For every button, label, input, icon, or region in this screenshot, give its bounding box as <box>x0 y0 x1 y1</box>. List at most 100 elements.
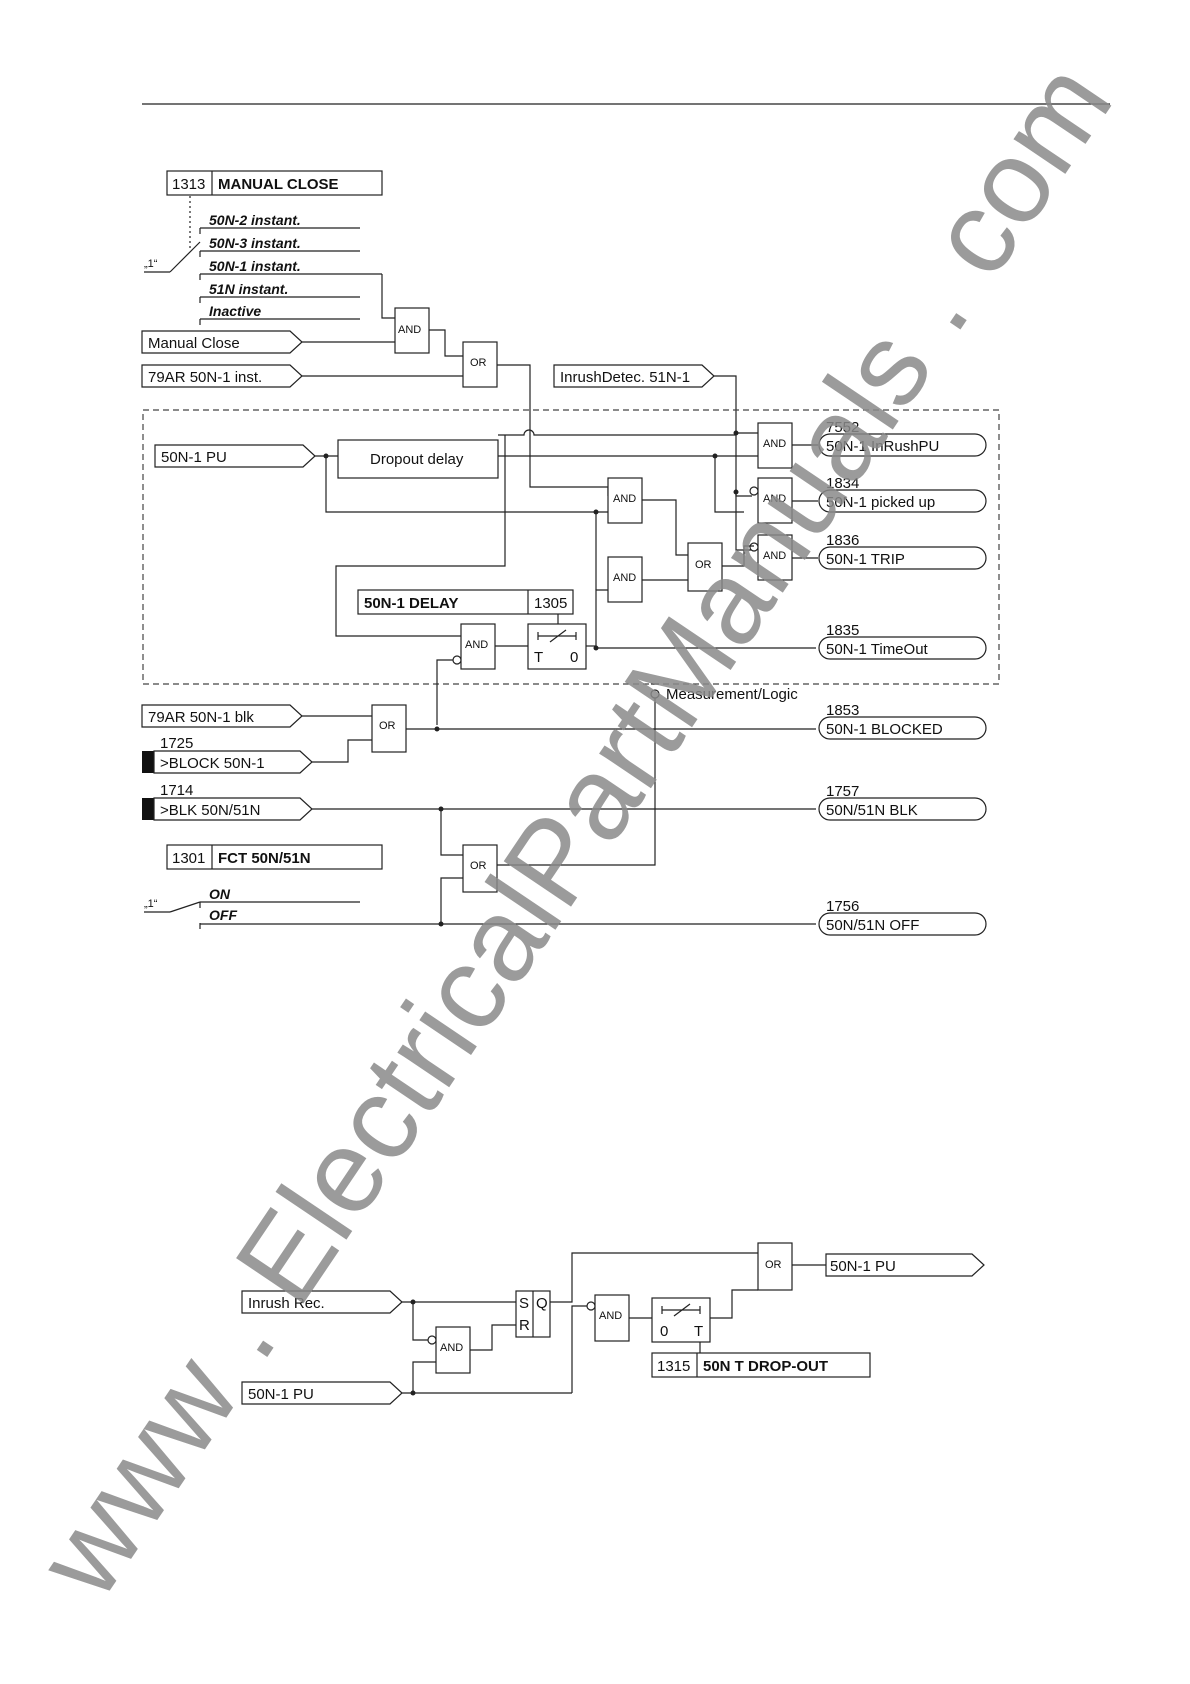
output-blocked: 1853 50N-1 BLOCKED <box>818 702 987 740</box>
svg-text:1756: 1756 <box>826 898 859 915</box>
manual-close-option-0: 50N-2 instant. <box>209 212 301 228</box>
svg-text:50N-1 TimeOut: 50N-1 TimeOut <box>826 641 929 658</box>
function-block-frame <box>142 409 1000 685</box>
svg-text:T: T <box>534 649 543 666</box>
dropout-parameter: 1315 50N T DROP-OUT <box>651 1352 871 1378</box>
svg-text:79AR 50N-1 inst.: 79AR 50N-1 inst. <box>148 369 262 386</box>
svg-text:S: S <box>519 1295 529 1312</box>
or-gate-lower: OR <box>757 1242 793 1291</box>
input-block: 1725 >BLOCK 50N-1 <box>142 735 313 774</box>
output-blk: 1757 50N/51N BLK <box>818 783 987 821</box>
svg-text:1835: 1835 <box>826 622 859 639</box>
and-gate-inrush-pu: AND <box>757 422 793 469</box>
svg-text:OR: OR <box>470 357 487 369</box>
input-inrush-detec: InrushDetec. 51N-1 <box>553 364 715 388</box>
or-gate-blocked: OR <box>371 704 407 753</box>
svg-text:1714: 1714 <box>160 782 193 799</box>
manual-close-parameter: 1313 MANUAL CLOSE „1“ 50N-2 instant. 50N… <box>144 170 383 325</box>
svg-text:50N-1 picked up: 50N-1 picked up <box>826 494 935 511</box>
and-gate-picked-up: AND <box>749 477 793 524</box>
dropout-delay-block: Dropout delay <box>337 439 499 479</box>
svg-text:FCT 50N/51N: FCT 50N/51N <box>218 850 311 867</box>
svg-text:AND: AND <box>440 1342 463 1354</box>
input-inrush-rec: Inrush Rec. <box>241 1290 403 1314</box>
svg-text:AND: AND <box>613 493 636 505</box>
svg-text:1315: 1315 <box>657 1358 690 1375</box>
dropout-timer: 0 T <box>651 1297 711 1343</box>
watermark: www . ElectricalPartManuals . com <box>12 40 1138 1620</box>
svg-text:79AR 50N-1 blk: 79AR 50N-1 blk <box>148 709 254 726</box>
svg-text:AND: AND <box>763 550 786 562</box>
svg-text:50N-1 PU: 50N-1 PU <box>830 1258 896 1275</box>
measurement-logic-label: Measurement/Logic <box>650 683 798 703</box>
manual-close-option-4: Inactive <box>209 303 261 319</box>
output-off: 1756 50N/51N OFF <box>818 898 987 936</box>
output-trip: 1836 50N-1 TRIP <box>818 532 987 570</box>
svg-text:50N-1 InRushPU: 50N-1 InRushPU <box>826 438 939 455</box>
svg-text:R: R <box>519 1317 530 1334</box>
svg-text:>BLOCK 50N-1: >BLOCK 50N-1 <box>160 755 265 772</box>
svg-text:1834: 1834 <box>826 475 859 492</box>
svg-text:50N-1 PU: 50N-1 PU <box>161 449 227 466</box>
svg-text:AND: AND <box>599 1310 622 1322</box>
manual-close-number: 1313 <box>172 176 205 193</box>
svg-text:T: T <box>694 1323 703 1340</box>
manual-close-name: MANUAL CLOSE <box>218 176 339 193</box>
svg-text:InrushDetec. 51N-1: InrushDetec. 51N-1 <box>560 369 690 386</box>
svg-text:50N-1 PU: 50N-1 PU <box>248 1386 314 1403</box>
svg-text:1725: 1725 <box>160 735 193 752</box>
or-gate-manual-close: OR <box>462 341 498 388</box>
svg-text:1836: 1836 <box>826 532 859 549</box>
svg-text:50N/51N OFF: 50N/51N OFF <box>826 917 919 934</box>
or-gate-fct: OR <box>462 844 498 893</box>
svg-text:AND: AND <box>763 493 786 505</box>
svg-text:1305: 1305 <box>534 595 567 612</box>
svg-text:Q: Q <box>536 1295 548 1312</box>
manual-close-option-2: 50N-1 instant. <box>209 258 301 274</box>
and-gate-delay: AND <box>452 623 496 670</box>
svg-text:1301: 1301 <box>172 850 205 867</box>
svg-text:OR: OR <box>470 860 487 872</box>
svg-text:AND: AND <box>398 324 421 336</box>
svg-text:50N-1 BLOCKED: 50N-1 BLOCKED <box>826 721 943 738</box>
svg-text:7552: 7552 <box>826 419 859 436</box>
and-gate-trip: AND <box>749 534 793 581</box>
svg-text:0: 0 <box>660 1323 668 1340</box>
svg-text:Dropout delay: Dropout delay <box>370 451 464 468</box>
svg-text:AND: AND <box>613 572 636 584</box>
input-ar-inst: 79AR 50N-1 inst. <box>141 364 303 388</box>
svg-text:1757: 1757 <box>826 783 859 800</box>
svg-text:Manual Close: Manual Close <box>148 335 240 352</box>
or-gate-middle: OR <box>687 542 723 592</box>
input-manual-close: Manual Close <box>141 330 303 354</box>
svg-text:OFF: OFF <box>209 907 237 923</box>
and-gate-middle-upper: AND <box>607 477 643 524</box>
manual-close-option-1: 50N-3 instant. <box>209 235 301 251</box>
svg-text:OR: OR <box>765 1259 782 1271</box>
sr-flipflop: S Q R <box>515 1290 551 1338</box>
svg-text:OR: OR <box>379 720 396 732</box>
delay-timer: T 0 <box>527 623 587 670</box>
and-gate-lower-right: AND <box>586 1294 630 1342</box>
svg-text:50N-1 DELAY: 50N-1 DELAY <box>364 595 458 612</box>
output-timeout: 1835 50N-1 TimeOut <box>818 622 987 660</box>
svg-text:„1“: „1“ <box>144 898 158 910</box>
svg-text:0: 0 <box>570 649 578 666</box>
input-lower-pu: 50N-1 PU <box>241 1381 403 1405</box>
svg-text:>BLK 50N/51N: >BLK 50N/51N <box>160 802 260 819</box>
svg-text:ON: ON <box>209 886 231 902</box>
and-gate-manual-close: AND <box>394 307 430 354</box>
svg-text:50N-1 TRIP: 50N-1 TRIP <box>826 551 905 568</box>
input-blk: 1714 >BLK 50N/51N <box>142 782 313 821</box>
input-pu: 50N-1 PU <box>154 444 316 468</box>
svg-text:Inrush Rec.: Inrush Rec. <box>248 1295 325 1312</box>
and-gate-middle-lower: AND <box>607 556 643 603</box>
svg-text:50N T DROP-OUT: 50N T DROP-OUT <box>703 1358 828 1375</box>
delay-parameter: 50N-1 DELAY 1305 <box>357 589 574 615</box>
svg-text:1853: 1853 <box>826 702 859 719</box>
and-gate-lower-left: AND <box>427 1326 471 1374</box>
manual-close-option-3: 51N instant. <box>209 281 288 297</box>
manual-close-default-mark: „1“ <box>144 258 158 270</box>
fct-parameter: 1301 FCT 50N/51N „1“ ON OFF <box>144 844 383 929</box>
